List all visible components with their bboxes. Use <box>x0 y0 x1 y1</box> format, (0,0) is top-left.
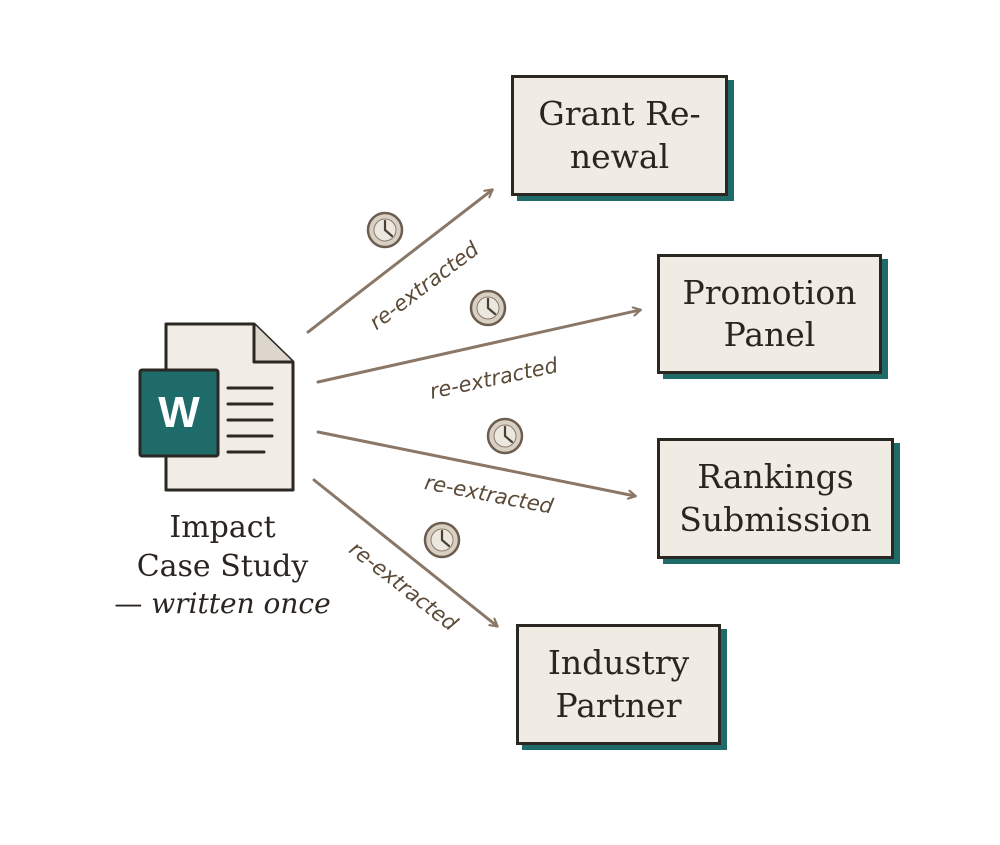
target-box-grant-renewal: Grant Re- newal <box>511 75 728 196</box>
clock-icon <box>366 211 404 249</box>
source-note: — written once <box>114 587 331 620</box>
target-label-line2: Panel <box>723 315 816 354</box>
clock-icon <box>423 521 461 559</box>
target-label-line2: newal <box>569 136 670 176</box>
source-caption: Impact Case Study — written once <box>100 508 345 622</box>
target-box-promotion-panel: Promotion Panel <box>657 254 882 374</box>
target-label-line2: Submission <box>679 499 872 539</box>
target-label-line1: Rankings <box>697 457 854 497</box>
arrow-to-promotion-panel <box>316 310 640 384</box>
arrow-to-rankings-submission <box>316 430 635 496</box>
target-label-line1: Grant Re- <box>538 94 701 134</box>
target-label-line2: Partner <box>555 685 682 725</box>
word-letter: W <box>158 388 200 437</box>
target-label-line1: Industry <box>547 643 690 683</box>
source-title-line1: Impact <box>169 510 276 545</box>
arrow-to-grant-renewal <box>306 190 492 334</box>
target-box-industry-partner: Industry Partner <box>516 624 721 745</box>
clock-icon <box>486 417 524 455</box>
clock-icon <box>469 289 507 327</box>
target-box-rankings-submission: Rankings Submission <box>657 438 894 559</box>
source-title-line2: Case Study <box>136 549 309 584</box>
arrow-to-industry-partner <box>312 478 497 626</box>
target-label-line1: Promotion <box>682 272 857 312</box>
word-document-icon: W <box>138 322 295 492</box>
